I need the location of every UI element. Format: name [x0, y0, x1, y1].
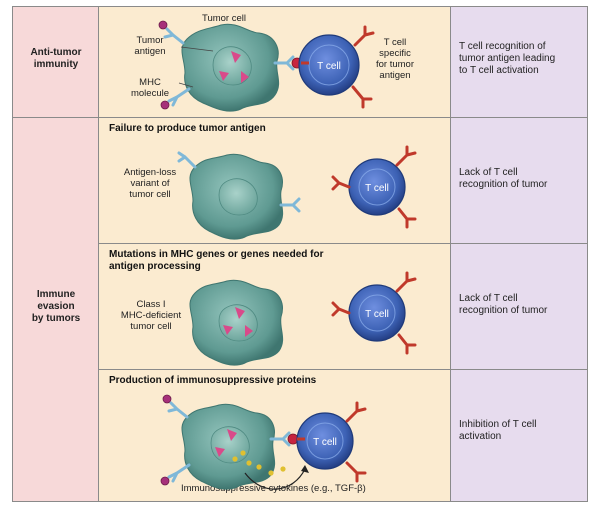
t-cell-row1 — [298, 25, 375, 109]
antigen-fragment — [231, 51, 241, 63]
tumor-cell-panel3 — [160, 394, 299, 490]
cytokine-label: Immunosuppressive cytokines (e.g., TGF-β… — [181, 483, 366, 494]
antigen-loss-variant-label: Antigen-loss variant of tumor cell — [123, 167, 177, 200]
leader-line — [180, 46, 214, 52]
cytokine-arrow — [244, 468, 306, 490]
leader-line — [178, 82, 194, 88]
t-cell-panel3 — [296, 401, 367, 483]
t-cell-text-panel1: T cell — [365, 183, 389, 194]
t-cell-panel2 — [331, 271, 417, 355]
antigen-fragment — [219, 71, 229, 81]
antigen-fragment — [241, 71, 249, 83]
panel3-heading: Production of immunosuppressive proteins — [109, 375, 317, 386]
panel2-outcome: Lack of T cell recognition of tumor — [459, 293, 548, 316]
t-cell-specific-label: T cell specific for tumor antigen — [375, 37, 414, 81]
tumor-antigen-label: Tumor antigen — [134, 35, 166, 57]
tumor-cell-row1 — [181, 23, 280, 112]
panel1-heading: Failure to produce tumor antigen — [109, 123, 266, 134]
t-cell-panel1 — [331, 145, 417, 229]
table-grid: Anti-tumor immunity Immune evasion by tu… — [12, 6, 588, 502]
anti-tumor-row-label: Anti-tumor immunity — [30, 47, 82, 70]
illustrations: T cell T cell — [158, 20, 417, 490]
evasion-label-cell — [13, 117, 99, 501]
mhc-molecule-label: MHC molecule — [130, 77, 170, 99]
mhc-deficient-cell-label: Class I MHC-deficient tumor cell — [120, 299, 182, 332]
anti-tumor-outcome-cell — [451, 7, 587, 117]
panel-divider — [99, 369, 587, 370]
panel1-outcome: Lack of T cell recognition of tumor — [459, 167, 548, 190]
anti-tumor-outcome: T cell recognition of tumor antigen lead… — [459, 41, 556, 76]
panel3-outcome: Inhibition of T cell activation — [459, 419, 537, 442]
cytokines — [232, 450, 309, 490]
t-cell-text-panel2: T cell — [365, 309, 389, 320]
tumor-cell-panel2 — [189, 279, 284, 366]
panel-divider — [99, 243, 587, 244]
tumor-cell-panel1 — [177, 151, 301, 240]
arrow-head — [301, 465, 309, 473]
row-divider — [13, 117, 587, 118]
t-cell-text-row1: T cell — [317, 61, 341, 72]
t-cell-text-panel3: T cell — [313, 437, 337, 448]
panel2-heading: Mutations in MHC genes or genes needed f… — [109, 249, 324, 272]
anti-tumor-label-cell — [13, 7, 99, 117]
immune-evasion-row-label: Immune evasion by tumors — [31, 289, 81, 324]
evasion-outcome-cell — [451, 117, 587, 501]
tumor-cell-label: Tumor cell — [202, 13, 246, 24]
